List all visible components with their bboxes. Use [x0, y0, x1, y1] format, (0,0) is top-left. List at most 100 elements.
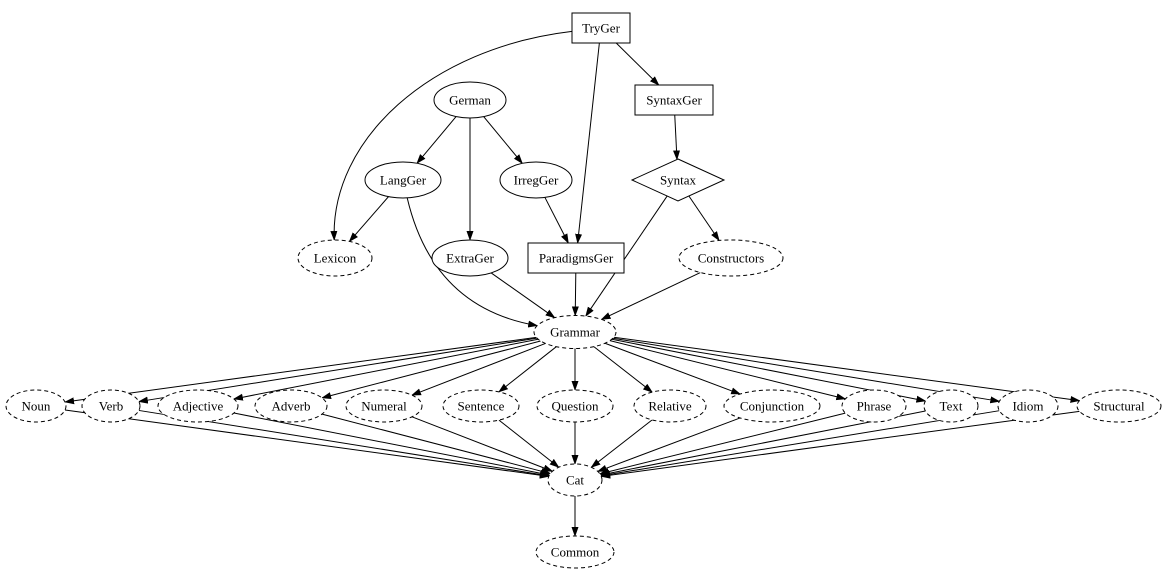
node-shape-Verb	[81, 389, 141, 423]
edge-TryGer-ParadigmsGer	[575, 42, 600, 244]
node-Adverb: Adverb	[254, 389, 328, 423]
node-Sentence: Sentence	[442, 389, 520, 423]
node-label-IrregGer: IrregGer	[514, 172, 559, 187]
node-shape-LangGer	[364, 161, 442, 199]
node-label-Numeral: Numeral	[361, 398, 407, 413]
edge-Grammar-Noun	[64, 336, 537, 405]
node-shape-ParadigmsGer	[527, 242, 625, 274]
edge-Grammar-Relative	[593, 346, 653, 393]
node-label-Text: Text	[940, 398, 963, 413]
node-label-ParadigmsGer: ParadigmsGer	[539, 250, 614, 265]
node-label-SyntaxGer: SyntaxGer	[646, 92, 702, 107]
node-label-Structural: Structural	[1093, 398, 1145, 413]
node-shape-Structural	[1076, 389, 1162, 423]
node-Idiom: Idiom	[997, 389, 1059, 423]
node-label-TryGer: TryGer	[582, 20, 620, 35]
node-shape-Idiom	[997, 389, 1059, 423]
node-shape-Syntax	[630, 158, 726, 202]
edge-Grammar-Idiom	[612, 337, 1001, 404]
node-label-Sentence: Sentence	[458, 398, 505, 413]
node-Adjective: Adjective	[157, 389, 239, 423]
node-Conjunction: Conjunction	[723, 389, 821, 423]
edge-Syntax-Grammar	[585, 195, 668, 317]
edges-layer	[64, 30, 1081, 537]
edge-Conjunction-Cat	[596, 417, 741, 472]
node-label-Phrase: Phrase	[857, 398, 892, 413]
node-shape-Cat	[547, 463, 603, 497]
edge-Idiom-Cat	[600, 410, 1000, 478]
edge-Grammar-Conjunction	[604, 342, 742, 395]
node-shape-Relative	[633, 389, 707, 423]
node-LangGer: LangGer	[364, 161, 442, 199]
node-shape-SyntaxGer	[634, 84, 714, 116]
node-label-German: German	[449, 92, 491, 107]
edge-ParadigmsGer-Grammar	[571, 272, 579, 317]
node-label-Relative: Relative	[648, 398, 692, 413]
node-label-Common: Common	[551, 544, 600, 559]
edge-Adverb-Cat	[321, 413, 552, 475]
node-shape-Question	[536, 389, 614, 423]
node-shape-Noun	[5, 389, 67, 423]
node-label-Adverb: Adverb	[272, 398, 311, 413]
node-shape-Common	[535, 535, 615, 569]
node-Cat: Cat	[547, 463, 603, 497]
node-shape-Constructors	[678, 239, 784, 277]
edge-Grammar-Structural	[613, 336, 1081, 403]
edge-Grammar-Sentence	[498, 346, 557, 393]
node-shape-Conjunction	[723, 389, 821, 423]
node-TryGer: TryGer	[571, 12, 631, 44]
edge-LangGer-Lexicon	[348, 196, 389, 243]
node-shape-German	[433, 81, 507, 119]
node-label-Conjunction: Conjunction	[740, 398, 805, 413]
node-Verb: Verb	[81, 389, 141, 423]
node-label-Lexicon: Lexicon	[314, 250, 357, 265]
node-Question: Question	[536, 389, 614, 423]
node-label-Constructors: Constructors	[698, 250, 764, 265]
edge-Grammar-Phrase	[609, 340, 847, 401]
edge-Grammar-Adverb	[321, 340, 541, 400]
edge-German-IrregGer	[483, 116, 523, 165]
edge-Phrase-Cat	[598, 412, 846, 476]
node-Grammar: Grammar	[533, 315, 617, 349]
node-label-ExtraGer: ExtraGer	[446, 250, 494, 265]
edge-German-LangGer	[416, 116, 457, 165]
node-label-Verb: Verb	[99, 398, 124, 413]
node-Common: Common	[535, 535, 615, 569]
edge-Relative-Cat	[590, 419, 653, 468]
node-label-Adjective: Adjective	[173, 398, 224, 413]
node-Structural: Structural	[1076, 389, 1162, 423]
node-label-Idiom: Idiom	[1012, 398, 1043, 413]
edge-Adjective-Cat	[233, 412, 551, 477]
node-label-Syntax: Syntax	[660, 172, 697, 187]
edge-TryGer-Lexicon	[330, 30, 573, 242]
node-shape-Phrase	[841, 389, 907, 423]
node-shape-Numeral	[345, 389, 423, 423]
edge-Numeral-Cat	[411, 416, 554, 472]
node-Syntax: Syntax	[630, 158, 726, 202]
node-German: German	[433, 81, 507, 119]
node-Relative: Relative	[633, 389, 707, 423]
edge-Constructors-Grammar	[600, 272, 701, 320]
node-IrregGer: IrregGer	[499, 161, 573, 199]
node-shape-Grammar	[533, 315, 617, 349]
node-shape-TryGer	[571, 12, 631, 44]
node-Constructors: Constructors	[678, 239, 784, 277]
edge-Noun-Cat	[64, 409, 550, 479]
node-Lexicon: Lexicon	[297, 239, 373, 277]
edge-Structural-Cat	[600, 410, 1080, 479]
edge-Sentence-Cat	[498, 419, 560, 468]
node-shape-Lexicon	[297, 239, 373, 277]
node-shape-Sentence	[442, 389, 520, 423]
edge-LangGer-Grammar	[406, 197, 539, 328]
node-label-Cat: Cat	[566, 472, 584, 487]
edge-ExtraGer-Grammar	[490, 272, 556, 319]
node-ExtraGer: ExtraGer	[431, 239, 509, 277]
node-Numeral: Numeral	[345, 389, 423, 423]
edge-Syntax-Constructors	[688, 195, 720, 242]
node-label-LangGer: LangGer	[380, 172, 427, 187]
node-ParadigmsGer: ParadigmsGer	[527, 242, 625, 274]
node-Noun: Noun	[5, 389, 67, 423]
node-shape-IrregGer	[499, 161, 573, 199]
